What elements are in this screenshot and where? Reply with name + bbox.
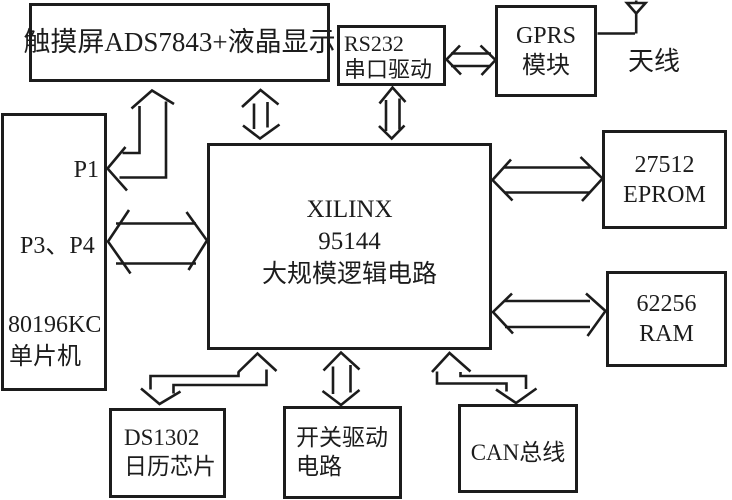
- block-gprs-line2: 模块: [522, 53, 570, 79]
- block-xilinx: XILINX 95144 大规模逻辑电路: [207, 143, 492, 350]
- antenna-icon: [597, 0, 649, 35]
- block-mcu-port-p1: P1: [73, 157, 99, 183]
- block-ram: 62256 RAM: [606, 271, 727, 367]
- block-ram-line1: 62256: [636, 291, 697, 317]
- block-ds1302: DS1302 日历芯片: [109, 408, 226, 498]
- block-mcu-line1: 80196KC: [8, 312, 102, 338]
- block-rs232-line1: RS232: [344, 31, 404, 56]
- block-eprom-line2: EPROM: [623, 181, 706, 208]
- block-mcu-port-p3p4: P3、P4: [20, 233, 95, 259]
- block-xilinx-line2: 95144: [318, 228, 381, 256]
- block-rs232-line2: 串口驱动: [344, 56, 433, 82]
- arrow-xilinx-eprom: [490, 156, 605, 202]
- block-rs232: RS232 串口驱动: [337, 25, 446, 86]
- block-switch-driver-line1: 开关驱动: [296, 424, 388, 450]
- arrow-touchscreen-xilinx: [241, 88, 281, 141]
- block-gprs: GPRS 模块: [495, 5, 597, 97]
- block-mcu-line2: 单片机: [9, 344, 81, 370]
- block-switch-driver-line2: 电路: [296, 453, 342, 479]
- block-xilinx-line1: XILINX: [306, 195, 393, 223]
- block-ds1302-line1: DS1302: [124, 425, 200, 451]
- block-eprom-line1: 27512: [634, 151, 695, 178]
- arrow-mcu-xilinx: [106, 209, 209, 275]
- block-switch-driver: 开关驱动 电路: [283, 406, 402, 499]
- block-can-label: CAN总线: [470, 440, 566, 466]
- arrow-xilinx-can: [431, 351, 538, 405]
- block-xilinx-line3: 大规模逻辑电路: [261, 260, 437, 288]
- arrow-rs232-gprs: [444, 44, 498, 76]
- block-ds1302-line2: 日历芯片: [124, 454, 216, 479]
- arrow-rs232-xilinx: [378, 85, 407, 141]
- block-gprs-line1: GPRS: [515, 23, 577, 49]
- arrow-xilinx-switch: [321, 350, 361, 407]
- block-touchscreen-label: 触摸屏ADS7843+液晶显示: [23, 26, 336, 57]
- block-mcu: P1 P3、P4 80196KC 单片机: [1, 113, 107, 391]
- arrow-xilinx-ds1302: [140, 351, 278, 406]
- antenna-label: 天线: [628, 47, 681, 76]
- arrow-p1-touchscreen: [105, 88, 175, 192]
- arrow-xilinx-ram: [491, 292, 608, 337]
- block-touchscreen: 触摸屏ADS7843+液晶显示: [23, 3, 336, 82]
- block-can: CAN总线: [458, 404, 578, 493]
- block-eprom: 27512 EPROM: [602, 130, 727, 229]
- block-ram-line2: RAM: [639, 321, 694, 347]
